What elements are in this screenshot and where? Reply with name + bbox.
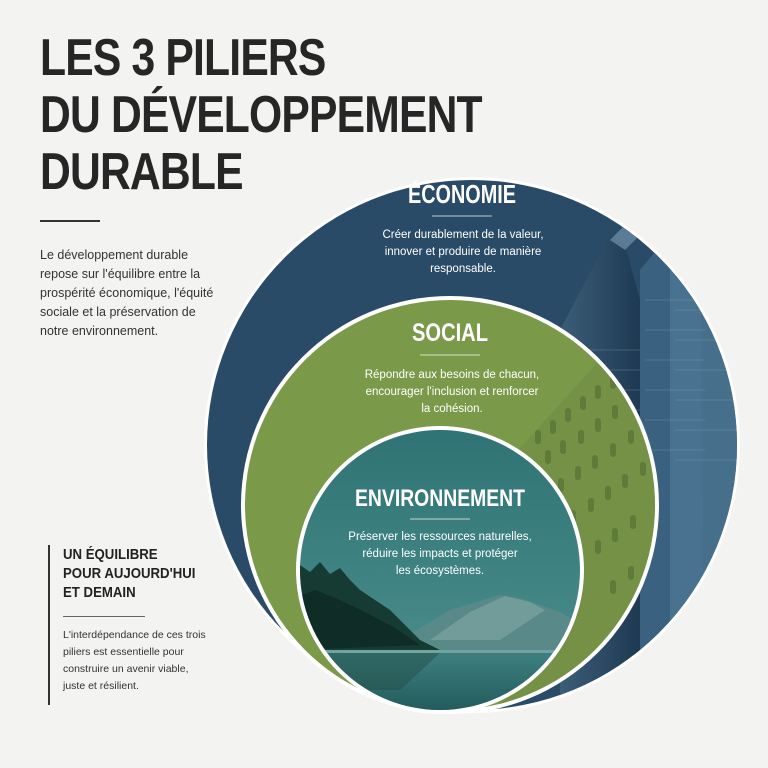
social-desc-1: Répondre aux besoins de chacun, — [365, 369, 540, 381]
environnement-title: ENVIRONNEMENT — [355, 485, 525, 512]
economie-title: ÉCONOMIE — [408, 179, 516, 209]
page-title: LES 3 PILIERS DU DÉVELOPPEMENT DURABLE — [40, 29, 483, 201]
side-heading-line-1: UN ÉQUILIBRE — [63, 546, 158, 563]
social-desc-3: la cohésion. — [421, 403, 482, 415]
title-line-3: DURABLE — [40, 143, 244, 201]
economie-desc-1: Créer durablement de la valeur, — [382, 229, 543, 241]
intro-text: Le développement durable repose sur l'éq… — [40, 248, 214, 338]
environnement-desc-2: réduire les impacts et protéger — [362, 548, 517, 560]
environnement-desc-3: les écosystèmes. — [396, 565, 484, 577]
economie-desc-3: responsable. — [430, 263, 496, 275]
side-heading: UN ÉQUILIBRE POUR AUJOURD'HUI ET DEMAIN — [63, 545, 204, 602]
side-heading-line-2: POUR AUJOURD'HUI — [63, 565, 196, 582]
side-text: L'interdépendance de ces trois piliers e… — [63, 629, 206, 692]
social-title: SOCIAL — [412, 319, 488, 347]
social-desc-2: encourager l'inclusion et renforcer — [366, 386, 539, 398]
economie-desc-2: innover et produire de manière — [385, 246, 542, 258]
title-line-2: DU DÉVELOPPEMENT — [40, 86, 483, 144]
title-line-1: LES 3 PILIERS — [40, 29, 326, 87]
side-note: UN ÉQUILIBRE POUR AUJOURD'HUI ET DEMAIN … — [48, 545, 223, 705]
side-divider — [63, 616, 145, 617]
side-heading-line-3: ET DEMAIN — [63, 584, 136, 601]
environnement-desc-1: Préserver les ressources naturelles, — [348, 531, 531, 543]
title-divider — [40, 220, 100, 222]
